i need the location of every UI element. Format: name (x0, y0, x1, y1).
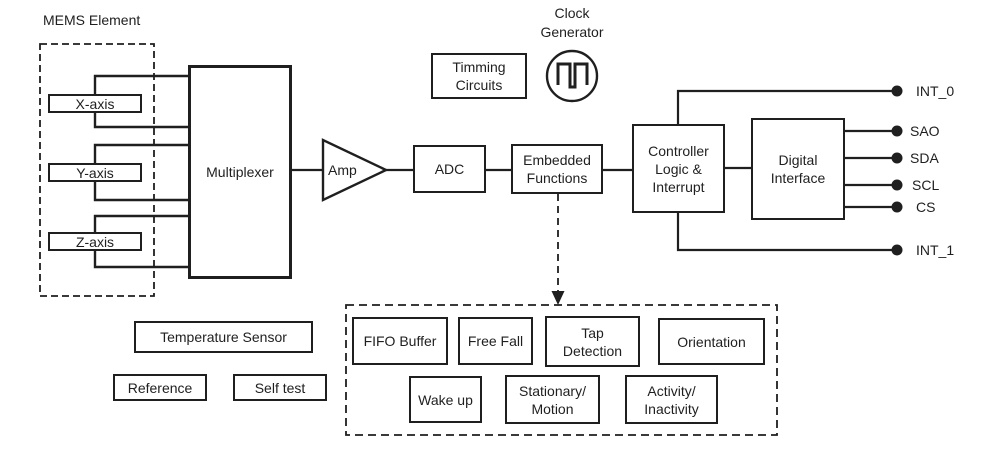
activity-inactivity-block: Activity/ Inactivity (625, 375, 718, 424)
clock-circle (545, 49, 599, 103)
x-axis-block: X-axis (48, 94, 142, 113)
multiplexer-block: Multiplexer (188, 65, 292, 279)
pin-label-scl: SCL (912, 177, 940, 193)
clock-generator-icon (545, 49, 599, 103)
pin-label-int1: INT_1 (916, 242, 955, 258)
timing-circuits-block: Timming Circuits (431, 53, 527, 99)
arrowhead-icon (551, 291, 565, 305)
amp-triangle (321, 138, 389, 202)
int0-pin-dot (891, 85, 903, 97)
int0-line (676, 89, 896, 124)
cs-pin-dot (891, 201, 903, 213)
clock-generator-label: Clock Generator (540, 5, 604, 40)
arrow-down-dashed (551, 194, 565, 305)
int1-pin-dot (891, 244, 903, 256)
mems-dashed-box (39, 43, 155, 297)
controller-logic-block: Controller Logic & Interrupt (632, 124, 725, 213)
sda-pin-dot (891, 152, 903, 164)
adc-block: ADC (413, 145, 486, 193)
pin-dots (891, 85, 903, 256)
square-wave-icon (556, 62, 589, 89)
self-test-block: Self test (233, 374, 327, 401)
orientation-block: Orientation (658, 318, 765, 365)
scl-pin-dot (891, 179, 903, 191)
embedded-functions-block: Embedded Functions (511, 144, 603, 194)
y-axis-block: Y-axis (48, 163, 142, 182)
tap-detection-block: Tap Detection (545, 316, 640, 367)
pin-label-sda: SDA (910, 150, 939, 166)
stationary-motion-block: Stationary/ Motion (505, 375, 600, 424)
reference-block: Reference (113, 374, 207, 401)
free-fall-block: Free Fall (458, 317, 533, 365)
z-axis-block: Z-axis (48, 232, 142, 251)
fifo-buffer-block: FIFO Buffer (352, 317, 448, 365)
amp-label: Amp (328, 162, 357, 178)
wake-up-block: Wake up (409, 376, 482, 423)
temperature-sensor-block: Temperature Sensor (134, 321, 313, 353)
pin-label-sao: SAO (910, 123, 940, 139)
pin-label-int0: INT_0 (916, 83, 955, 99)
pin-lines (676, 89, 896, 252)
pin-label-cs: CS (916, 199, 936, 215)
int1-line (676, 213, 896, 252)
sao-pin-dot (891, 125, 903, 137)
mems-element-title: MEMS Element (43, 12, 141, 28)
digital-interface-block: Digital Interface (751, 118, 845, 220)
signal-lines (292, 166, 751, 172)
features-dashed-box (345, 304, 778, 436)
